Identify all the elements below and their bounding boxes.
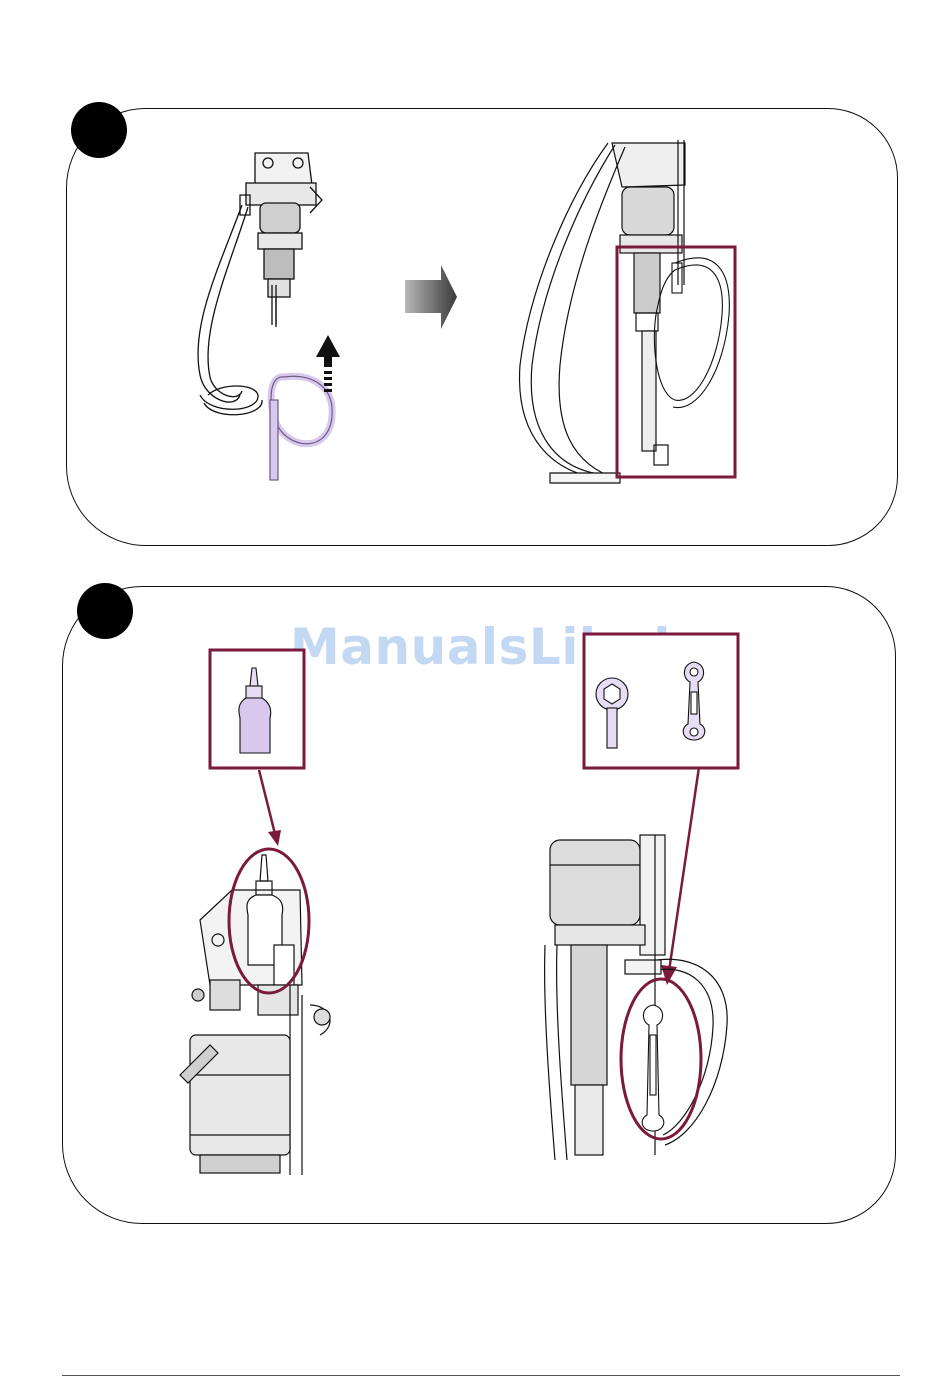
hose-attachment-highlight xyxy=(615,245,737,479)
next-step-arrow xyxy=(405,265,460,330)
stored-wrench-highlight xyxy=(616,975,706,1143)
oil-callout-arrow xyxy=(255,768,285,848)
wrench-set-callout xyxy=(582,632,740,772)
footer-divider xyxy=(62,1375,900,1376)
oil-bottle-highlight xyxy=(224,845,314,997)
step-2-marker xyxy=(77,583,133,639)
pump-with-detached-hose-illustration xyxy=(180,145,350,490)
oil-bottle-callout xyxy=(208,648,306,772)
step-1-marker xyxy=(71,102,127,158)
